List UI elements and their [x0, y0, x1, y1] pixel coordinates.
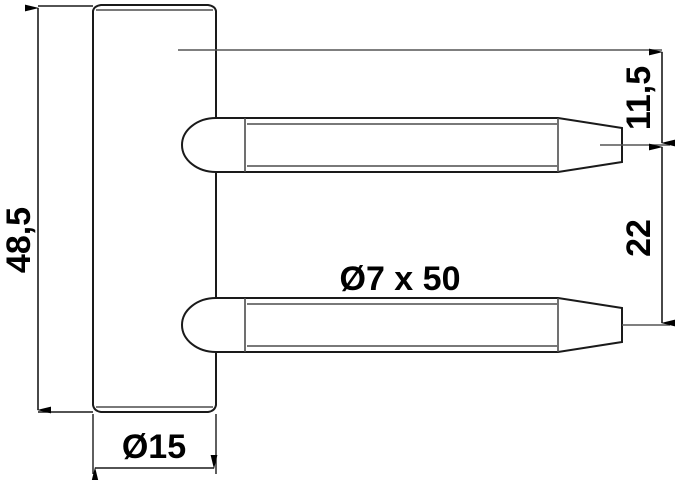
dimension-label-pin-spacing: 22	[620, 219, 658, 257]
pin-lower-outline	[181, 297, 623, 353]
dimension-pin-spacing: 22	[620, 143, 675, 327]
dimension-label-plate-width: Ø15	[122, 428, 186, 466]
plate-outline	[92, 4, 217, 413]
dimension-top-offset: 11,5	[620, 48, 675, 147]
pin-upper-outline	[181, 117, 623, 173]
dowel-pin-upper	[181, 117, 623, 173]
dimension-plate-width: Ø15	[91, 414, 218, 480]
dowel-pin-lower	[181, 297, 623, 353]
mounting-plate	[92, 4, 217, 413]
dimension-label-overall-height: 48,5	[0, 207, 38, 273]
annotation-pin-spec: Ø7 x 50	[340, 260, 461, 298]
dimension-overall-height: 48,5	[0, 4, 93, 414]
dimension-label-top-offset: 11,5	[620, 66, 658, 130]
